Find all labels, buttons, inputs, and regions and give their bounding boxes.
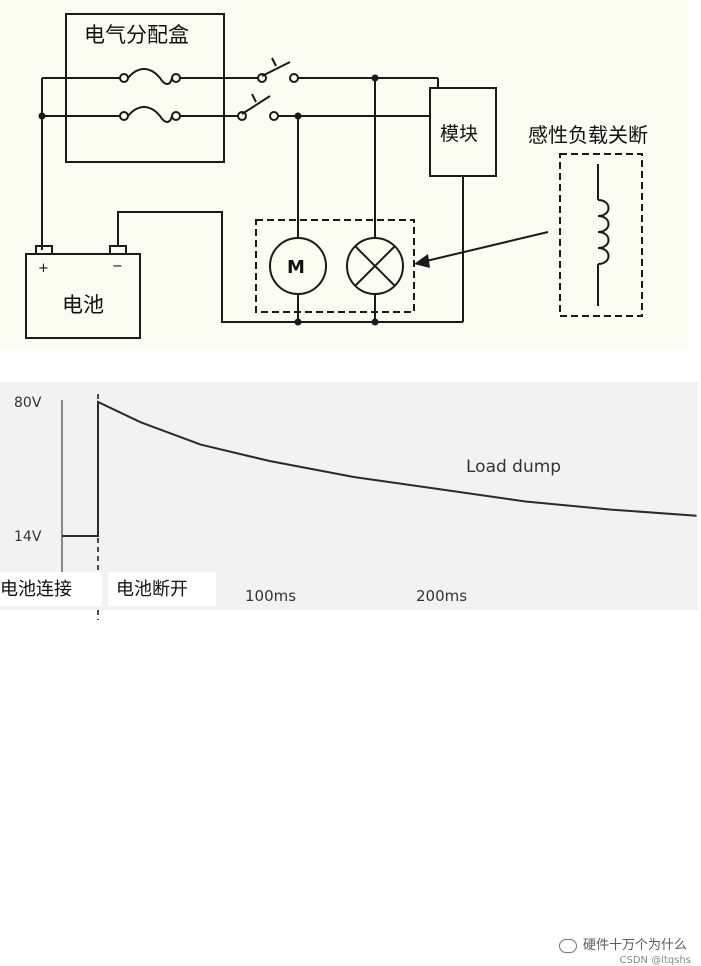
- chart-background: [0, 382, 698, 610]
- fuse-terminal: [119, 73, 129, 83]
- region-label-bg: [108, 572, 216, 606]
- wechat-icon: [558, 938, 577, 953]
- junction-dot: [371, 74, 379, 82]
- load-dump-chart-panel: 80V 14V 100ms 200ms Load dump 电池连接 电池断开 硬件…: [0, 352, 701, 966]
- load-group-box: [255, 219, 415, 313]
- circuit-diagram: 电气分配盒 模块 感性负载关断 电池 + − M: [25, 13, 648, 339]
- junction-dot: [294, 318, 302, 326]
- load-dump-chart: 80V 14V 100ms 200ms Load dump 电池连接 电池断开: [0, 382, 698, 620]
- lamp-cross: [354, 245, 396, 287]
- battery-plus-terminal: [35, 245, 53, 255]
- y-tick-label: 14V: [14, 529, 42, 545]
- region-label-connected: 电池连接: [0, 579, 72, 600]
- battery-body: [25, 253, 141, 339]
- fuse-terminal: [119, 111, 129, 121]
- junction-dot: [371, 318, 379, 326]
- wire: [117, 211, 463, 323]
- fuse-icon: [127, 68, 173, 85]
- fuse-terminal: [171, 111, 181, 121]
- switch-terminal: [257, 73, 267, 83]
- switch-terminal: [237, 111, 247, 121]
- junction-dot: [38, 112, 46, 120]
- switch-blade-icon: [261, 61, 291, 77]
- watermark-text: 硬件十万个为什么: [558, 934, 687, 953]
- inductive-load-title: 感性负载关断: [528, 123, 648, 147]
- junction-dot: [294, 112, 302, 120]
- arrow-head-icon: [414, 254, 430, 268]
- x-tick-label: 100ms: [245, 587, 296, 605]
- switch-blade-icon: [241, 95, 271, 115]
- fuse-terminal: [171, 73, 181, 83]
- voltage-series-line: [62, 400, 697, 537]
- y-tick-label: 80V: [14, 395, 42, 411]
- battery-label: 电池: [62, 293, 104, 317]
- pointer-arrow: [421, 231, 549, 263]
- switch-mark: [271, 57, 277, 67]
- region-label-disconnected: 电池断开: [116, 579, 188, 600]
- battery-minus-terminal: [109, 245, 127, 255]
- distribution-box: [65, 13, 225, 163]
- battery-plus-sign: +: [38, 261, 49, 276]
- fuse-icon: [127, 106, 173, 123]
- x-tick-label: 200ms: [416, 587, 467, 605]
- circuit-diagram-panel: 电气分配盒 模块 感性负载关断 电池 + − M: [0, 0, 701, 352]
- load-dump-annotation: Load dump: [466, 457, 561, 477]
- switch-mark: [251, 93, 257, 103]
- inductive-load-box: [559, 153, 643, 317]
- motor-symbol: M: [287, 257, 305, 278]
- region-label-bg: [0, 572, 102, 606]
- module-label: 模块: [440, 123, 478, 145]
- inductor-coil-icon: [597, 199, 610, 265]
- battery-minus-sign: −: [112, 259, 123, 274]
- distribution-box-label: 电气分配盒: [84, 23, 189, 47]
- watermark-label: 硬件十万个为什么: [582, 938, 687, 953]
- watermark-csdn: CSDN @ltqshs: [619, 955, 692, 966]
- switch-terminal: [269, 111, 279, 121]
- switch-terminal: [289, 73, 299, 83]
